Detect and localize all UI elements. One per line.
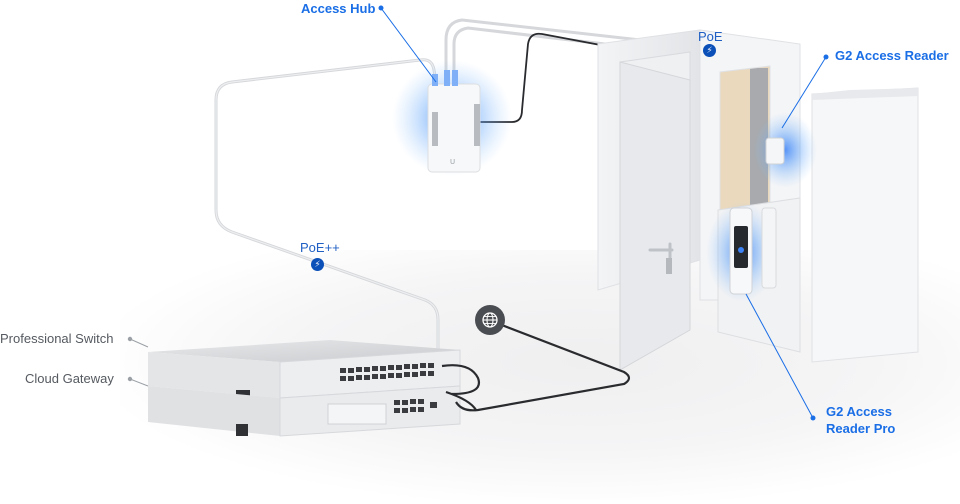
gateway-leader <box>129 378 149 387</box>
g2-reader-leader <box>781 56 827 129</box>
professional-switch-top <box>148 340 460 362</box>
poe-label: PoE <box>698 29 723 44</box>
access-hub-label: Access Hub <box>301 1 376 16</box>
svg-text:U: U <box>450 158 455 166</box>
g2-access-reader-pro-label-line2: Reader Pro <box>826 421 896 436</box>
internet-cable <box>455 320 631 412</box>
power-icon: ⚡ <box>311 258 324 271</box>
globe-icon <box>482 312 498 328</box>
professional-switch-label: Professional Switch <box>0 331 114 346</box>
switch-ports <box>340 363 434 381</box>
cloud-gateway-label: Cloud Gateway <box>25 371 114 386</box>
door-panel <box>619 61 691 371</box>
power-icon: ⚡ <box>703 44 716 57</box>
g2-reader-pro-leader <box>745 293 814 419</box>
g2-access-reader-pro-label-line1: G2 Access <box>826 404 893 419</box>
switch-leader <box>129 338 149 348</box>
wall-right-block <box>811 87 919 363</box>
internet-globe-icon <box>475 305 505 335</box>
poe-plus-plus-label: PoE++ <box>300 240 340 255</box>
g2-access-reader-device <box>765 137 785 165</box>
access-hub-leader <box>380 7 437 83</box>
g2-access-reader-label: G2 Access Reader <box>835 48 949 63</box>
gateway-ports <box>394 399 437 413</box>
